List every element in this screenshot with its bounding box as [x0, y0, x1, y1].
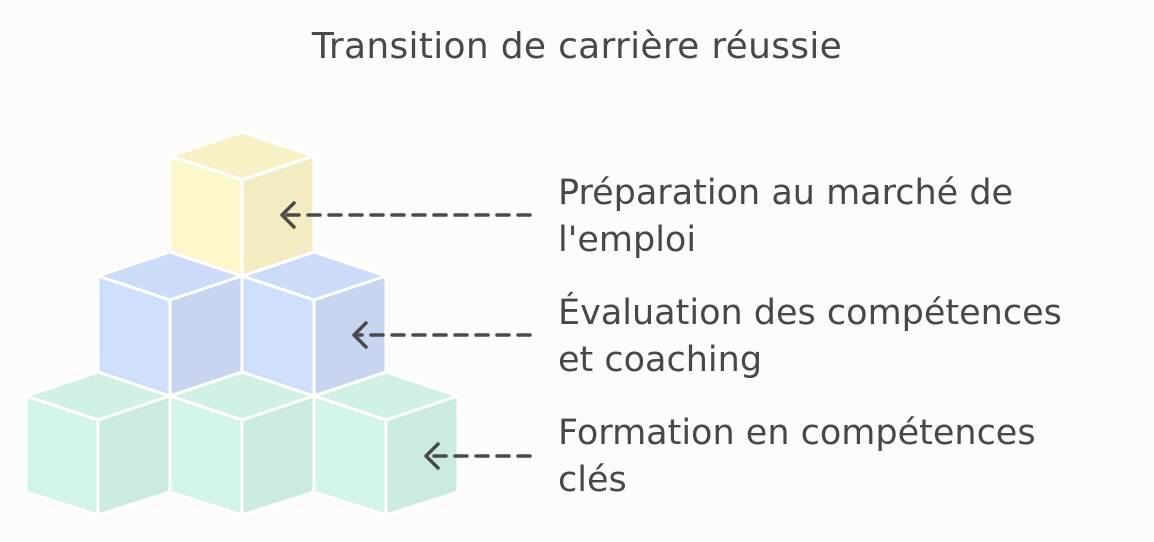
- arrow-top: [280, 201, 532, 229]
- label-line: l'emploi: [558, 220, 697, 260]
- label-line: clés: [558, 460, 627, 500]
- cube: [168, 130, 316, 278]
- diagram-title: Transition de carrière réussie: [311, 26, 843, 67]
- label-key-skills-training: Formation en compétences clés: [558, 410, 1036, 504]
- cube: [24, 370, 172, 517]
- bottom-tier-cubes: [24, 370, 460, 517]
- arrow-middle: [352, 321, 532, 349]
- label-line: Préparation au marché de: [558, 173, 1014, 213]
- cube: [312, 370, 460, 517]
- label-line: Évaluation des compétences: [558, 293, 1062, 333]
- label-skills-assessment-coaching: Évaluation des compétences et coaching: [558, 290, 1062, 384]
- arrow-bottom: [424, 442, 532, 470]
- cube: [96, 250, 244, 398]
- top-tier-cubes: [168, 130, 316, 278]
- middle-tier-cubes: [96, 250, 388, 398]
- label-line: et coaching: [558, 340, 763, 380]
- cube: [168, 370, 316, 517]
- label-job-market-preparation: Préparation au marché de l'emploi: [558, 170, 1013, 264]
- label-line: Formation en compétences: [558, 413, 1036, 453]
